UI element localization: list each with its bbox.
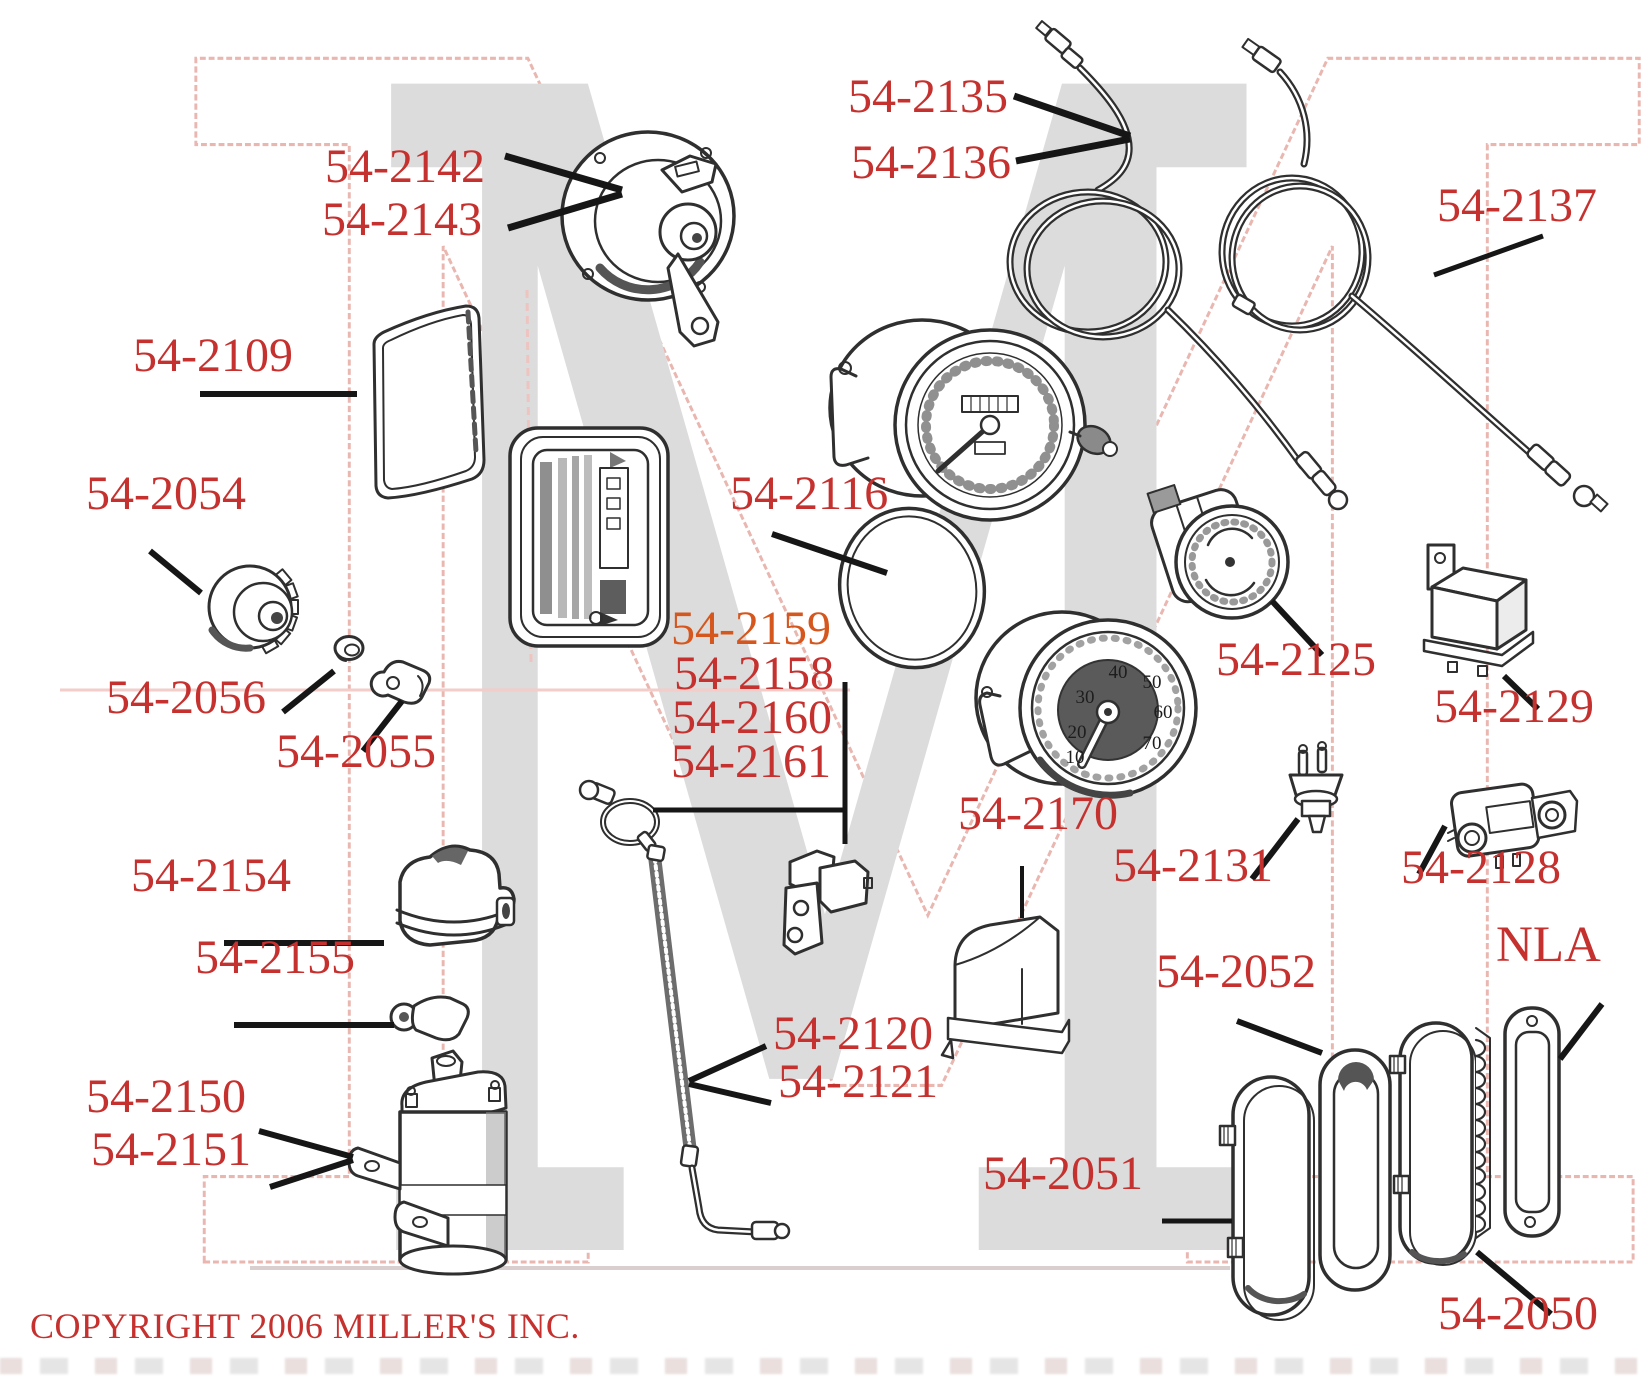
part-label-54-2131: 54-2131 <box>1113 839 1273 892</box>
leader-54-2135 <box>1012 92 1132 140</box>
combination-gauge-illustration <box>1146 484 1290 620</box>
part-label-54-2125: 54-2125 <box>1216 633 1376 686</box>
dial-number-20: 20 <box>1068 722 1087 743</box>
leader-54-2128 <box>1416 824 1448 876</box>
seal-illustration <box>372 304 486 500</box>
part-label-54-2143: 54-2143 <box>322 193 482 246</box>
nut-illustration <box>333 635 365 662</box>
part-label-54-2055: 54-2055 <box>276 725 436 778</box>
leader-54-2131 <box>1249 817 1301 881</box>
speedometer-dial-numbers: 10 20 30 40 50 60 70 <box>1066 662 1173 768</box>
switch-bracket-illustration <box>782 849 873 956</box>
part-label-54-2170: 54-2170 <box>958 787 1118 840</box>
dial-number-60: 60 <box>1154 702 1173 723</box>
part-label-54-2142: 54-2142 <box>325 140 485 193</box>
horn-relay-illustration <box>1447 782 1579 869</box>
part-label-54-2159: 54-2159 <box>671 602 831 655</box>
leader-54-2150 <box>258 1128 354 1160</box>
ignition-coil-illustration <box>347 1049 508 1276</box>
leader-54-2056 <box>281 668 336 715</box>
leader-54-2055 <box>360 699 405 753</box>
fuse-cover-illustration <box>1218 1075 1315 1321</box>
part-label-54-2129: 54-2129 <box>1434 680 1594 733</box>
part-label-54-2121: 54-2121 <box>778 1055 938 1108</box>
leader-54-2121 <box>688 1081 772 1106</box>
lens-ring-illustration <box>837 506 987 670</box>
part-label-54-2150: 54-2150 <box>86 1070 246 1123</box>
leader-nla <box>1557 1002 1605 1061</box>
speedometer-head-illustration <box>828 318 1118 522</box>
part-label-54-2155: 54-2155 <box>195 931 355 984</box>
cap-cover-illustration <box>395 844 516 947</box>
part-label-nla: NLA <box>1496 917 1601 973</box>
part-label-54-2056: 54-2056 <box>106 671 266 724</box>
leader-54-2050 <box>1475 1249 1553 1317</box>
dial-number-30: 30 <box>1076 687 1095 708</box>
part-label-54-2050: 54-2050 <box>1438 1287 1598 1340</box>
frame-gasket-illustration <box>1503 1006 1561 1238</box>
horn-illustration <box>560 130 736 348</box>
part-label-54-2158: 54-2158 <box>674 647 834 700</box>
leader-54-2116 <box>771 531 888 576</box>
relay-illustration <box>1422 543 1535 677</box>
part-label-54-2052: 54-2052 <box>1156 945 1316 998</box>
part-label-54-2151: 54-2151 <box>91 1123 251 1176</box>
speedometer-dial-illustration <box>974 610 1198 799</box>
part-label-54-2136: 54-2136 <box>851 136 1011 189</box>
speedo-cable-a-illustration <box>1006 20 1349 511</box>
dial-number-10: 10 <box>1066 747 1085 768</box>
part-label-54-2109: 54-2109 <box>133 329 293 382</box>
copyright-notice: COPYRIGHT 2006 MILLER'S INC. <box>30 1306 580 1346</box>
dial-number-50: 50 <box>1143 672 1162 693</box>
dial-number-40: 40 <box>1109 662 1128 683</box>
leader-54-2125 <box>1269 598 1325 658</box>
leader-54-2052 <box>1235 1018 1324 1056</box>
leader-54-2054 <box>148 548 203 596</box>
angle-drive-illustration <box>369 660 432 705</box>
leader-54-2143 <box>506 190 624 232</box>
part-label-54-2120: 54-2120 <box>773 1007 933 1060</box>
fuse-box-illustration <box>1388 1021 1491 1266</box>
flexible-shaft-illustration <box>578 779 791 1241</box>
part-label-54-2137: 54-2137 <box>1437 179 1597 232</box>
leader-54-2151 <box>269 1157 354 1190</box>
cover-gasket-illustration <box>1318 1048 1392 1292</box>
part-label-54-2128: 54-2128 <box>1401 841 1561 894</box>
dial-number-70: 70 <box>1143 733 1162 754</box>
part-label-54-2135: 54-2135 <box>848 70 1008 123</box>
drive-gear-illustration <box>207 564 299 655</box>
leader-54-2136 <box>1015 135 1131 165</box>
part-label-54-2054: 54-2054 <box>86 467 246 520</box>
sender-switch-illustration <box>1288 741 1344 834</box>
part-label-54-2160: 54-2160 <box>672 691 832 744</box>
scan-noise-strip <box>0 1358 1647 1374</box>
speedo-cable-b-illustration <box>1218 37 1609 513</box>
leader-54-2142 <box>504 152 623 194</box>
instrument-housing-illustration <box>508 426 670 648</box>
part-label-54-2161: 54-2161 <box>671 735 831 788</box>
part-label-54-2051: 54-2051 <box>983 1147 1143 1200</box>
leader-54-2120 <box>687 1043 768 1084</box>
part-label-54-2116: 54-2116 <box>730 467 889 520</box>
leader-54-2137 <box>1433 233 1544 278</box>
part-label-54-2154: 54-2154 <box>131 849 291 902</box>
boot-illustration <box>389 995 470 1042</box>
leader-54-2129 <box>1501 673 1541 712</box>
regulator-illustration <box>940 915 1071 1060</box>
